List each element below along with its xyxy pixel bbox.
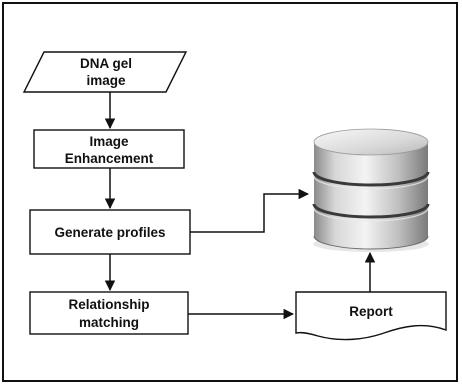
- relationship-matching-label-2: matching: [79, 315, 139, 330]
- dna-gel-image-label-2: image: [86, 73, 126, 88]
- report-node: Report: [295, 291, 447, 341]
- image-enhancement-label-1: Image: [89, 134, 129, 149]
- arrow-profiles-to-database: [190, 188, 310, 233]
- dna-gel-image-label-1: DNA gel: [80, 56, 132, 71]
- generate-profiles-node: Generate profiles: [29, 209, 191, 255]
- database-cylinder-icon: [312, 128, 430, 252]
- relationship-matching-node: Relationship matching: [29, 291, 189, 335]
- relationship-matching-label-1: Relationship: [68, 297, 149, 312]
- image-enhancement-label-2: Enhancement: [65, 151, 154, 166]
- dna-gel-image-node: DNA gel image: [22, 51, 188, 93]
- image-enhancement-node: Image Enhancement: [33, 129, 185, 169]
- report-label: Report: [349, 304, 393, 319]
- generate-profiles-label: Generate profiles: [54, 225, 165, 240]
